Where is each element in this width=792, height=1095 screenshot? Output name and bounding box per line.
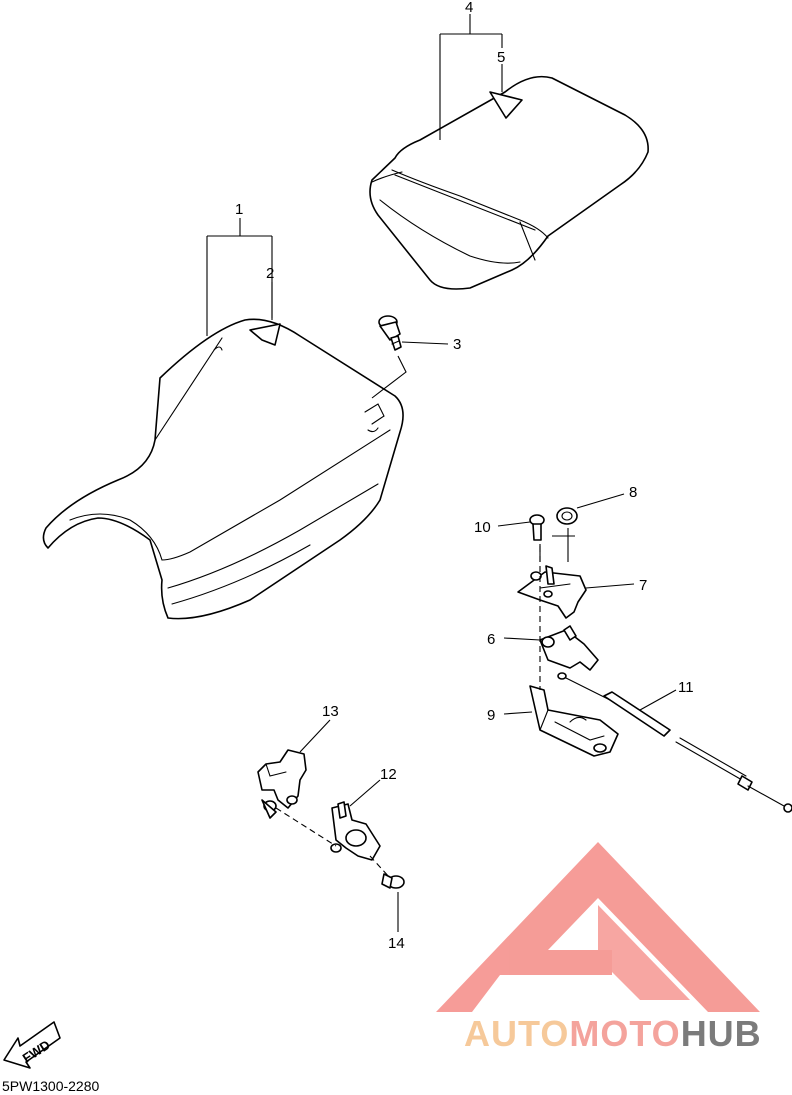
- callout-2: 2: [266, 265, 274, 282]
- cable-11[interactable]: [557, 672, 792, 813]
- watermark-word-auto: AUTO: [464, 1013, 569, 1054]
- bolt-10[interactable]: [529, 514, 545, 541]
- callout-13: 13: [322, 703, 339, 720]
- callout-4: 4: [465, 0, 473, 16]
- watermark-text: AUTOMOTOHUB: [464, 1013, 762, 1054]
- callout-3: 3: [453, 336, 461, 353]
- callout-11: 11: [678, 679, 694, 696]
- callout-12: 12: [380, 766, 397, 783]
- lock-bracket-7[interactable]: [517, 565, 587, 619]
- diagram-code: 5PW1300-2280: [2, 1078, 100, 1094]
- svg-text:AUTOMOTOHUB: AUTOMOTOHUB: [464, 1013, 762, 1054]
- callout-labels: 1 2 3 4 5 6 7 8 9 10 11 12 13 14: [235, 0, 694, 952]
- callout-5: 5: [497, 49, 505, 66]
- lock-12[interactable]: [330, 801, 381, 861]
- watermark-word-moto: MOTO: [569, 1013, 680, 1054]
- callout-9: 9: [487, 707, 495, 724]
- leader-lines: [206, 14, 677, 932]
- callout-7: 7: [639, 577, 647, 594]
- watermark-triangle-icon: [436, 842, 760, 1012]
- bracket-9[interactable]: [529, 685, 619, 757]
- rear-seat[interactable]: [369, 75, 649, 290]
- bolt-14[interactable]: [381, 873, 405, 889]
- watermark-word-hub: HUB: [681, 1013, 762, 1054]
- callout-6: 6: [487, 631, 495, 648]
- seat-lock-6[interactable]: [539, 625, 599, 671]
- callout-14: 14: [388, 935, 405, 952]
- forward-indicator: FWD: [3, 1021, 61, 1069]
- callout-1: 1: [235, 201, 243, 218]
- nut-8[interactable]: [556, 507, 578, 525]
- watermark-inner-arrow-icon: [598, 905, 690, 1000]
- bolt-3[interactable]: [378, 315, 402, 351]
- watermark-logo: [436, 842, 760, 1012]
- callout-8: 8: [629, 484, 637, 501]
- front-seat[interactable]: [42, 318, 404, 620]
- callout-10: 10: [474, 519, 491, 536]
- holder-13[interactable]: [257, 749, 307, 819]
- fwd-arrow-icon: [3, 1021, 61, 1069]
- assembly-lines: [275, 546, 541, 879]
